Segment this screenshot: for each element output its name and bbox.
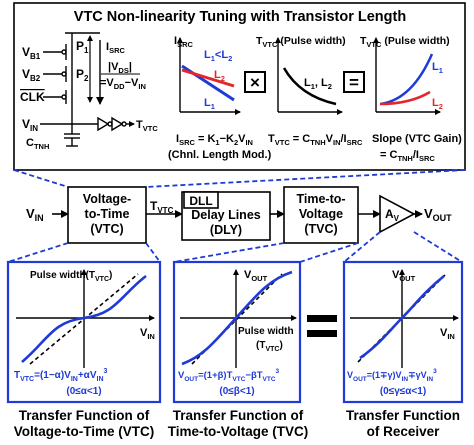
tvc-panel-xlabel2: (TVTC) [256, 340, 283, 353]
multiply-operator [244, 71, 266, 93]
clk-label: CLK [20, 90, 45, 104]
tvc-panel-ylabel: VOUT [244, 269, 268, 283]
tvtc-label-top: TVTC [136, 119, 158, 133]
vtc-block [67, 186, 147, 244]
isrc-graph-ylabel: ISRC [174, 35, 193, 49]
tvtc-graph [275, 37, 343, 115]
isrc-label: ISRC [106, 41, 125, 55]
chain-vin: VIN [26, 206, 44, 223]
vtc-panel-ylabel: Pulse width(TVTC) [30, 270, 112, 283]
isrc-graph [177, 37, 241, 115]
dly-block-label: Delay Lines (DLY) [182, 208, 270, 238]
slope-graph-ylabel: TVTC (Pulse width) [360, 35, 450, 49]
amplifier [379, 194, 416, 234]
isrc-graph-legend: L1<L2 [204, 49, 232, 63]
vds-label: |VDS| [108, 61, 132, 75]
vtc-caption: Transfer Function of Voltage-to-Time (VT… [0, 408, 168, 440]
vtc-block-label: Voltage- to-Time (VTC) [68, 192, 146, 237]
ctnh-label: CTNH [26, 137, 49, 151]
vb2-label: VB2 [22, 67, 41, 83]
vb1-label: VB1 [22, 45, 41, 61]
chain-vout: VOUT [424, 206, 452, 223]
vtc-caption-line2: Voltage-to-Time (VTC) [13, 424, 155, 439]
vin-label-top: VIN [22, 117, 38, 133]
rx-caption: Transfer Function of Receiver [336, 408, 470, 440]
vtc-panel-xlabel: VIN [140, 327, 155, 341]
chain-tvtc: TVTC [150, 199, 174, 215]
zoom-connector-right [145, 169, 466, 188]
equals-operator [343, 71, 365, 93]
rx-caption-line1: Transfer Function [345, 408, 460, 423]
vtc-panel-condition: (0≤α<1) [66, 386, 101, 397]
tvc-block-line2: Voltage [298, 207, 344, 221]
vtc-panel-equation: TVTC=(1−α)VIN+αVIN3 [14, 368, 108, 383]
vtc-block-line1: Voltage- [82, 192, 132, 206]
tvc-block-line3: (TVC) [304, 222, 338, 236]
tvc-transfer-curve [181, 270, 293, 366]
tvc-block-line1: Time-to- [296, 192, 346, 206]
tvc-panel-connector-left [173, 242, 285, 263]
dll-block [183, 191, 219, 209]
equals-symbol: = [349, 73, 359, 92]
slope-graph-l1: L1 [432, 61, 443, 75]
vtc-panel-connector-right [145, 242, 161, 263]
tvtc-curve [282, 67, 337, 106]
vtc-block-line2: to-Time [84, 207, 130, 221]
tvc-panel-condition: (0≤β<1) [219, 386, 254, 397]
slope-graph [373, 37, 441, 115]
rx-panel-equation: VOUT=(1∓γ)VIN∓γVIN3 [347, 368, 437, 383]
formula-slope-line1: Slope (VTC Gain) [372, 133, 462, 145]
rx-panel-condition: (0≤γ≤α<1) [380, 386, 426, 397]
rx-caption-line2: of Receiver [366, 424, 440, 439]
top-panel [13, 2, 466, 171]
slope-l2-curve [379, 90, 431, 106]
tvc-transfer-panel [172, 260, 302, 404]
amp-label: AV [385, 207, 400, 223]
panel-equals-top-bar [307, 315, 337, 322]
rx-panel-xlabel: VIN [440, 327, 455, 341]
tvc-panel-connector-right [299, 242, 359, 263]
tvc-panel-equation: VOUT=(1+β)TVTC−βTVTC3 [178, 368, 280, 383]
dly-block-line2: (DLY) [209, 223, 243, 237]
tvc-block [283, 186, 359, 244]
zoom-connector-left [13, 169, 69, 188]
tvtc-graph-ylabel: TVTC (Pulse width) [256, 35, 346, 49]
tvc-caption: Transfer Function of Time-to-Voltage (TV… [166, 408, 310, 440]
formula-slope-line2: = CTNH/ISRC [380, 149, 435, 163]
rx-transfer-panel [342, 260, 464, 404]
formula-isrc-note: (Chnl. Length Mod.) [168, 149, 272, 161]
multiply-symbol: × [250, 73, 260, 92]
rx-panel-connector-right [413, 231, 463, 263]
dly-block-line1: Delay Lines [191, 208, 261, 222]
rx-panel-ylabel: VOUT [392, 269, 416, 283]
isrc-l2-line [181, 68, 235, 88]
formula-tvtc: TVTC = CTNHVIN/ISRC [268, 133, 363, 147]
vdd-vin-label: =VDD−VIN [100, 77, 146, 91]
vtc-panel-connector-left [7, 242, 69, 263]
isrc-graph-l1: L1 [204, 97, 215, 111]
vtc-transfer-curve [21, 274, 147, 363]
panel-equals-bottom-bar [307, 330, 337, 337]
dll-label: DLL [189, 194, 212, 208]
isrc-graph-l2: L2 [214, 69, 225, 83]
tvc-block-label: Time-to- Voltage (TVC) [284, 192, 358, 237]
tvc-caption-line1: Transfer Function of [172, 408, 304, 423]
p2-label: P2 [76, 67, 89, 83]
top-panel-title: VTC Non-linearity Tuning with Transistor… [74, 9, 406, 25]
tvtc-graph-curve-label: L1, L2 [304, 77, 332, 91]
p1-label: P1 [76, 39, 89, 55]
vtc-caption-line1: Transfer Function of [18, 408, 150, 423]
formula-isrc: ISRC = K1−K2VIN [176, 133, 253, 147]
tvc-caption-line2: Time-to-Voltage (TVC) [167, 424, 309, 439]
vtc-schematic [40, 32, 135, 147]
tvc-panel-xlabel: Pulse width [238, 326, 294, 337]
vtc-block-line3: (VTC) [90, 222, 124, 236]
slope-graph-l2: L2 [432, 97, 443, 111]
rx-transfer-curve [359, 274, 445, 360]
